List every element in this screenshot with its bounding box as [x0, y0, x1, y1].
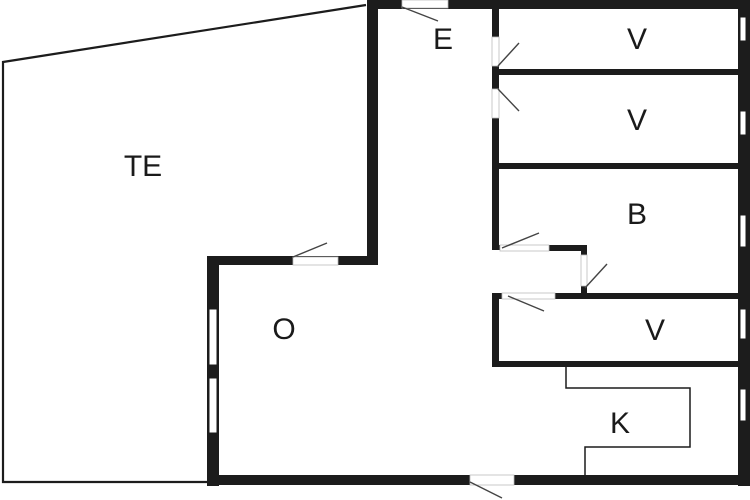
bathroom-side-door[interactable] [580, 254, 588, 287]
room-label-terrace: TE [124, 150, 162, 183]
room-label-entrance: E [433, 23, 453, 56]
window [739, 16, 747, 42]
walls [207, 0, 750, 486]
room-label-bathroom: B [627, 198, 647, 231]
room-labels: TE E V V B V O K [124, 23, 665, 440]
window [739, 214, 747, 248]
bedroom-3-door[interactable] [501, 292, 556, 300]
doors [292, 0, 608, 499]
terrace-outline [1, 3, 367, 484]
room-label-bedroom-2: V [627, 104, 647, 137]
bedroom-1-door[interactable] [491, 36, 500, 67]
room-label-bedroom-1: V [627, 23, 647, 56]
bedroom-2-door[interactable] [491, 88, 500, 119]
terrace-door[interactable] [292, 256, 339, 266]
room-label-living-room: O [272, 313, 295, 346]
window [208, 308, 218, 366]
bottom-door[interactable] [469, 474, 515, 486]
window [739, 388, 747, 422]
bathroom-door[interactable] [499, 244, 550, 252]
entrance-door[interactable] [401, 0, 449, 9]
room-label-kitchen: K [610, 407, 630, 440]
window [208, 377, 218, 434]
window [739, 110, 747, 136]
room-label-bedroom-3: V [645, 314, 665, 347]
windows [208, 16, 747, 434]
window [739, 308, 747, 340]
kitchen-counter [565, 367, 691, 477]
